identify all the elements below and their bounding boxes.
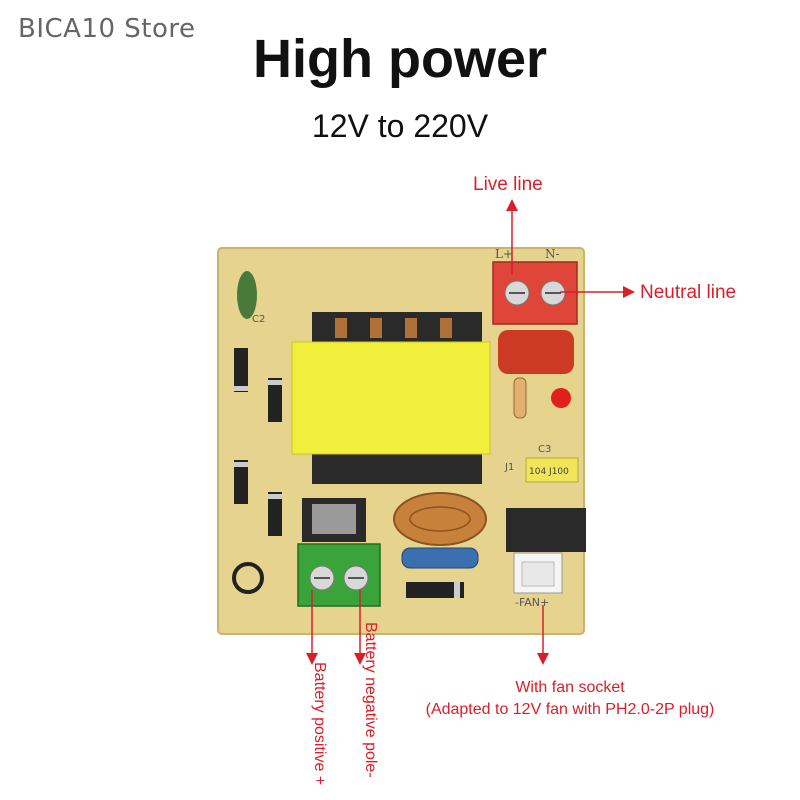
page-title: High power [253, 29, 547, 89]
store-watermark: BICA10 Store [18, 14, 196, 44]
toroid-inductor [393, 492, 487, 546]
silk-n-minus: N- [545, 247, 560, 261]
mounting-hole [232, 562, 264, 594]
led [551, 388, 571, 408]
label-live-line: Live line [473, 174, 543, 195]
label-neutral-line: Neutral line [640, 282, 737, 303]
label-battery-negative: Battery negative pole- [362, 622, 379, 778]
input-terminal-block [297, 543, 381, 607]
green-capacitor [237, 271, 257, 319]
diodes-left [234, 348, 282, 536]
film-capacitor [525, 457, 579, 483]
silk-j1: J1 [504, 462, 514, 473]
x-capacitor [498, 330, 574, 374]
resistor-blue [401, 547, 479, 569]
page-subtitle: 12V to 220V [311, 108, 489, 144]
label-fan-adapter: (Adapted to 12V fan with PH2.0-2P plug) [425, 701, 715, 718]
resistor-top [513, 377, 527, 419]
mosfet-right [506, 508, 586, 552]
silk-c3: C3 [538, 444, 551, 455]
silk-cap-code: 104 J100 [529, 467, 569, 477]
transformer [291, 312, 491, 484]
silk-l-plus: L+ [495, 247, 513, 261]
silk-c2: C2 [252, 314, 265, 325]
fan-socket-note: With fan socket (Adapted to 12V fan with… [380, 677, 760, 721]
label-battery-positive: Battery positive + [311, 662, 328, 786]
output-terminal-block [492, 261, 578, 325]
label-fan-socket: With fan socket [515, 679, 625, 696]
silk-fan: -FAN+ [515, 596, 549, 609]
diode-bottom [406, 582, 464, 598]
